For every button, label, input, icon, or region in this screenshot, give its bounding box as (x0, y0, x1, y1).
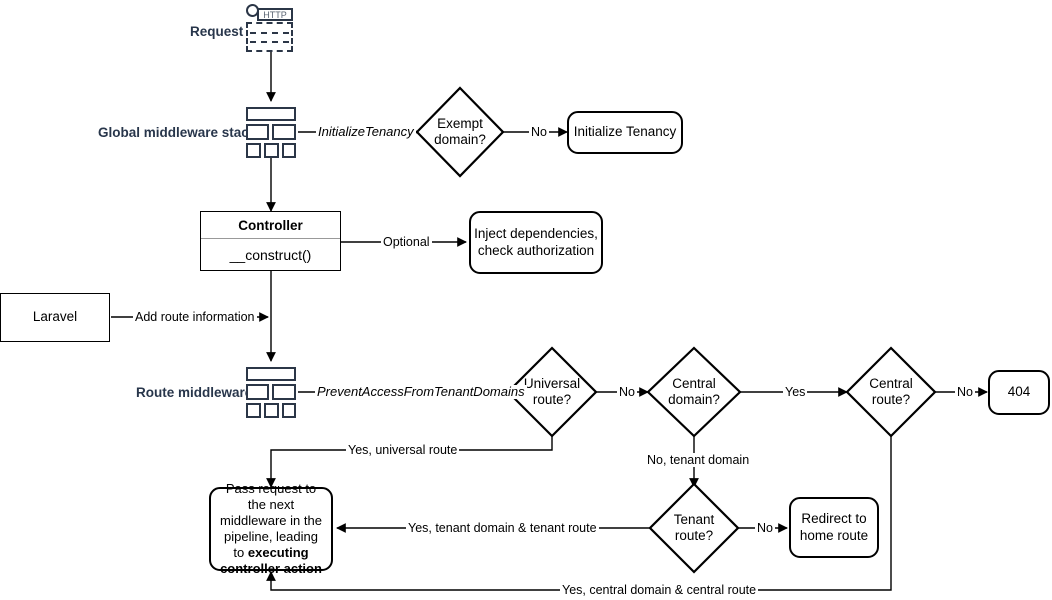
edge-label-optional: Optional (381, 235, 432, 249)
stack-row-2 (246, 124, 296, 140)
label-global-middleware-stack: Global middleware stack (98, 125, 257, 140)
edge-label-initialize-tenancy: InitializeTenancy (316, 124, 416, 139)
label-request: Request (190, 24, 244, 39)
stack-cell (246, 367, 296, 381)
node-pass-request-emphasis: executing controller action (220, 544, 322, 576)
decision-exempt-domain-line1: Exempt (437, 115, 483, 131)
edge-label-exempt-no: No (529, 125, 549, 139)
node-controller[interactable]: Controller __construct() (200, 211, 341, 271)
edge-label-central-domain-yes: Yes (783, 385, 808, 399)
node-404[interactable]: 404 (988, 370, 1050, 415)
global-middleware-stack-icon (246, 107, 296, 158)
decision-central-route-label: Central route? (847, 348, 935, 436)
edge-label-yes-central-domain-central-route: Yes, central domain & central route (560, 583, 759, 597)
stack-cell (272, 124, 296, 140)
stack-row-3 (246, 403, 296, 418)
node-initialize-tenancy-label: Initialize Tenancy (573, 124, 677, 140)
stack-row-1 (246, 107, 296, 121)
edge-label-add-route-information: Add route information (133, 310, 257, 324)
request-dash-divider-2 (250, 41, 289, 43)
node-pass-request[interactable]: Pass request to the next middleware in t… (209, 481, 333, 576)
decision-universal-route-line2: route? (532, 392, 572, 407)
node-initialize-tenancy[interactable]: Initialize Tenancy (567, 111, 683, 154)
node-controller-title: Controller (201, 212, 340, 239)
node-pass-request-text: Pass request to the next middleware in t… (220, 481, 322, 560)
edge-label-no-tenant-domain: No, tenant domain (645, 453, 752, 467)
request-body-dashed-box (246, 22, 293, 52)
decision-tenant-route[interactable]: Tenant route? (650, 484, 738, 572)
node-redirect-home-line2: home route (799, 527, 869, 543)
node-laravel-label: Laravel (32, 309, 78, 325)
stack-row-3 (246, 143, 296, 158)
node-controller-method: __construct() (229, 246, 312, 263)
route-middleware-stack-icon (246, 367, 296, 418)
decision-central-domain-line1: Central (672, 375, 716, 391)
decision-central-route-line1: Central (869, 375, 913, 391)
node-inject-dependencies[interactable]: Inject dependencies, check authorization (469, 211, 603, 274)
stack-cell (282, 143, 296, 158)
decision-exempt-domain[interactable]: Exempt domain? (417, 88, 503, 176)
request-dash-divider-1 (250, 32, 289, 34)
node-laravel[interactable]: Laravel (0, 293, 110, 342)
stack-cell (264, 403, 279, 418)
edge-label-tenant-route-no: No (755, 521, 775, 535)
edge-label-yes-universal-route: Yes, universal route (346, 443, 460, 457)
decision-tenant-route-line2: route? (674, 528, 714, 543)
decision-central-route-line2: route? (871, 392, 911, 407)
stack-row-2 (246, 384, 296, 400)
stack-cell (246, 403, 261, 418)
edge-label-yes-tenant-domain-tenant-route: Yes, tenant domain & tenant route (406, 521, 599, 535)
decision-tenant-route-line1: Tenant (673, 511, 715, 527)
node-redirect-home-route[interactable]: Redirect to home route (789, 497, 879, 558)
stack-cell (246, 124, 269, 140)
node-404-label: 404 (1007, 384, 1031, 400)
stack-cell (246, 384, 269, 400)
decision-central-domain-label: Central domain? (648, 348, 740, 436)
decision-universal-route[interactable]: Universal route? (508, 348, 596, 436)
decision-exempt-domain-label: Exempt domain? (417, 88, 503, 176)
node-inject-dependencies-line2: check authorization (477, 242, 595, 258)
node-redirect-home-line1: Redirect to (801, 510, 867, 526)
decision-universal-route-line1: Universal (523, 375, 581, 391)
decision-universal-route-label: Universal route? (508, 348, 596, 436)
edge-label-universal-no: No (617, 385, 637, 399)
label-route-middleware: Route middleware (136, 385, 253, 400)
stack-cell (282, 403, 296, 418)
decision-exempt-domain-line2: domain? (434, 132, 486, 147)
stack-row-1 (246, 367, 296, 381)
stack-cell (272, 384, 296, 400)
edge-label-central-route-no: No (955, 385, 975, 399)
http-request-icon: HTTP (246, 4, 296, 52)
decision-tenant-route-label: Tenant route? (650, 484, 738, 572)
node-inject-dependencies-line1: Inject dependencies, (474, 225, 598, 241)
decision-central-domain-line2: domain? (668, 392, 720, 407)
http-protocol-badge: HTTP (257, 8, 293, 21)
stack-cell (246, 143, 261, 158)
decision-central-domain[interactable]: Central domain? (648, 348, 740, 436)
stack-cell (246, 107, 296, 121)
stack-cell (264, 143, 279, 158)
edge-label-prevent-access: PreventAccessFromTenantDomains (315, 384, 527, 399)
decision-central-route[interactable]: Central route? (847, 348, 935, 436)
